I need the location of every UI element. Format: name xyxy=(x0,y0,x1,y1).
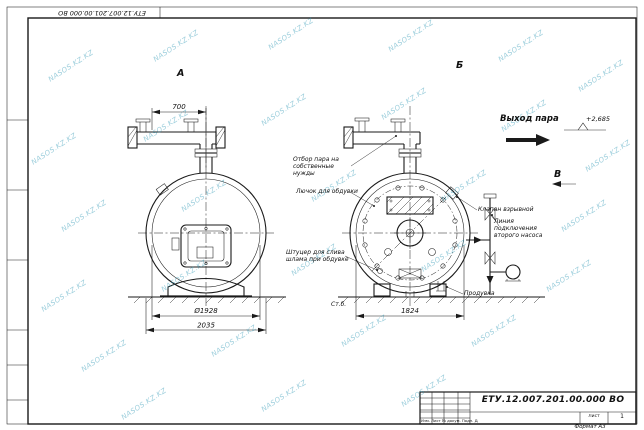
dim-pipe-offset: 700 xyxy=(172,103,186,111)
titleblock-sheet-value: 1 xyxy=(620,413,624,420)
view-label-a: А xyxy=(177,68,185,79)
rear-shell-outer xyxy=(349,172,471,294)
titleblock-sheet-label: Лист xyxy=(588,414,600,419)
label-blowdown: Продувка xyxy=(464,290,495,297)
corner-stamp-doc-number: ЕТУ.12.007.201.00.000 ВО xyxy=(58,9,146,17)
steam-out-arrow xyxy=(506,134,550,146)
dim-diameter: Ø1928 xyxy=(193,307,218,315)
rear-shell-inner xyxy=(355,178,465,288)
label-sludge-fitting: Штуцер для слива шлама при обдувке xyxy=(286,249,349,264)
sludge-drain-fitting xyxy=(377,268,383,274)
dimensions-rear: 1824 xyxy=(355,245,465,320)
drawing-frame xyxy=(6,6,638,425)
front-shell-inner xyxy=(151,178,261,288)
elevation-mark xyxy=(564,122,606,131)
label-steam-out: Выход пара xyxy=(500,114,559,124)
label-steel-note: Ст.б. xyxy=(331,301,347,308)
title-block-lines xyxy=(419,391,637,425)
view-b-arrow xyxy=(552,181,576,187)
label-steam-own-needs: Отбор пара на собственные нужды xyxy=(293,156,339,178)
furnace-door xyxy=(171,224,232,268)
boiler-rear-view xyxy=(338,106,545,306)
label-elevation: +2,685 xyxy=(586,115,611,123)
label-explosion-valve: Клапан взрывной xyxy=(478,206,534,213)
titleblock-columns-row: Изм. Лист № докум. Подп. Дата xyxy=(421,418,478,423)
dim-rear-width: 1824 xyxy=(401,307,419,315)
boiler-front-view xyxy=(127,106,286,306)
pump-symbol xyxy=(505,264,521,280)
view-label-v: В xyxy=(554,169,562,180)
rear-steam-piping xyxy=(343,117,422,173)
pump-piping xyxy=(466,193,521,295)
front-steam-piping xyxy=(127,118,226,173)
format-label: Формат А3 xyxy=(574,424,606,430)
dimensions-front: 700 Ø1928 2035 xyxy=(145,103,267,334)
view-label-b: Б xyxy=(456,60,464,71)
blowdown-stub xyxy=(436,281,446,292)
label-blow-hatch: Лючок для обдувки xyxy=(296,188,358,195)
manhole-hatch xyxy=(386,196,434,215)
front-shell-outer xyxy=(145,172,267,294)
label-second-pump-line: Линия подключения второго насоса xyxy=(494,218,543,240)
annotation-leaders xyxy=(344,135,500,295)
titleblock-doc-number: ЕТУ.12.007.201.00.000 ВО xyxy=(481,395,625,405)
dim-front-width: 2035 xyxy=(197,322,215,330)
explosion-valve-fitting xyxy=(445,186,459,200)
